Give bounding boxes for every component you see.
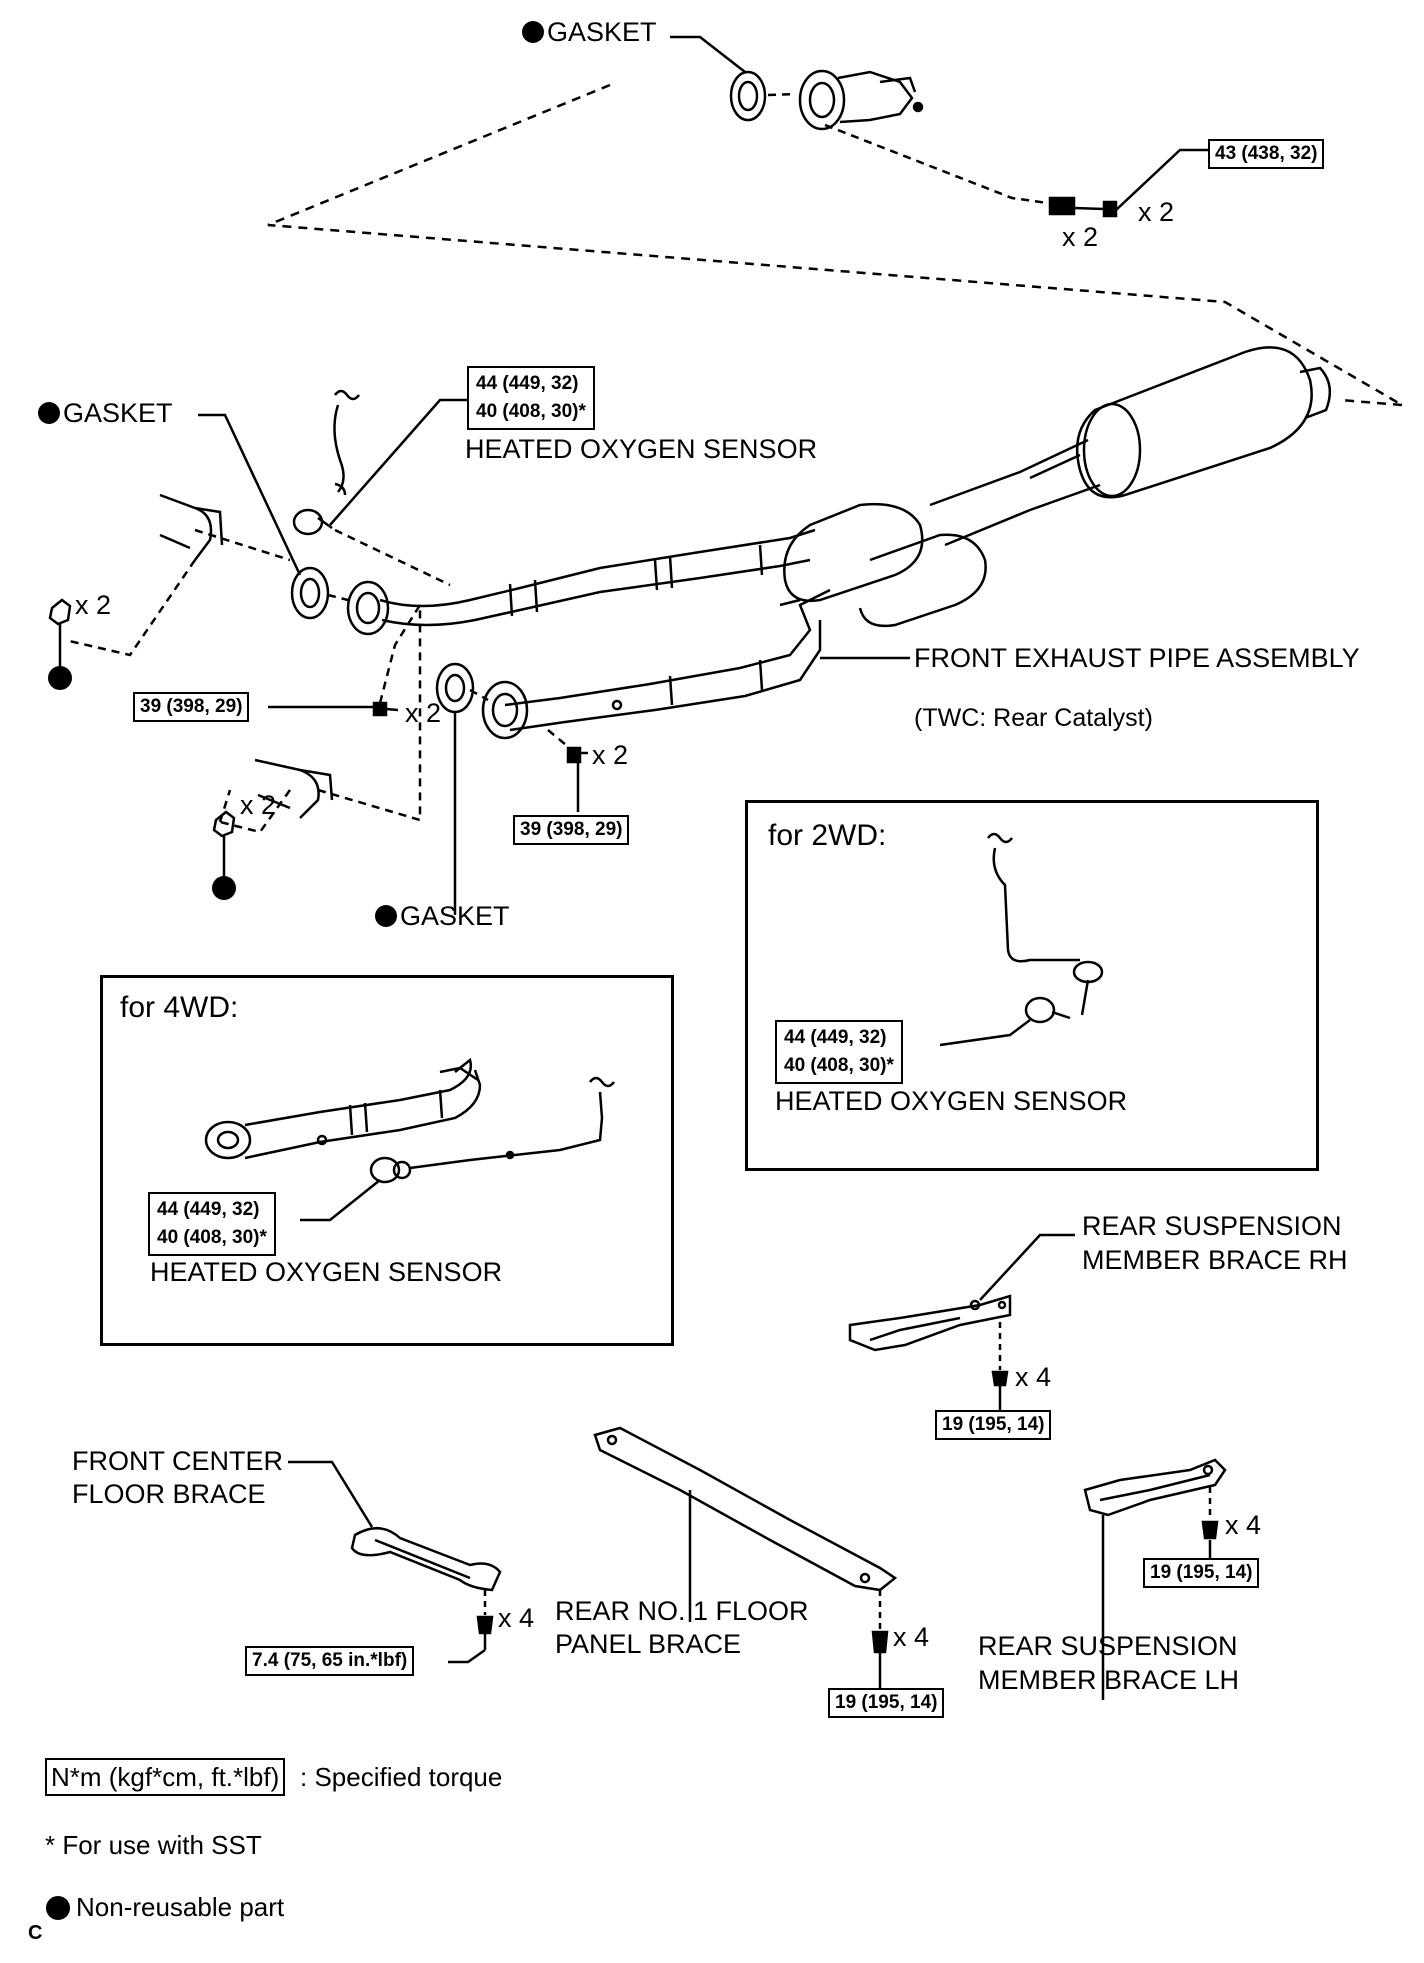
qty-top-bolt: x 2 [1138, 197, 1175, 227]
legend-torque-desc: : Specified torque [300, 1762, 503, 1792]
nonreusable-dot-lower [212, 876, 236, 900]
for-4wd-label: for 4WD: [120, 991, 239, 1024]
rear-suspension-rh-label-1: REAR SUSPENSION [1082, 1211, 1342, 1241]
sensor-2wd-drawing [987, 832, 1104, 1024]
heated-oxygen-sensor-4wd-label: HEATED OXYGEN SENSOR [150, 1257, 503, 1287]
rear-suspension-lh-label-2: MEMBER BRACE LH [978, 1665, 1240, 1695]
torque-39-right: 39 (398, 29) [513, 815, 630, 845]
dashed-outline [267, 83, 1403, 407]
qty-left-bolt: x 2 [405, 698, 442, 728]
torque-19-rh: 19 (195, 14) [935, 1410, 1052, 1440]
rear-suspension-rh-label-2: MEMBER BRACE RH [1082, 1245, 1348, 1275]
gasket-bottom-label: GASKET [375, 900, 510, 932]
torque-main-sensor-b: 40 (408, 30)* [476, 401, 586, 422]
torque-2wd-a: 44 (449, 32) [784, 1027, 887, 1048]
torque-39-left: 39 (398, 29) [133, 692, 250, 722]
for-2wd-label: for 2WD: [768, 819, 887, 852]
front-center-brace-label-2: FLOOR BRACE [72, 1479, 266, 1509]
torque-19-floor: 19 (195, 14) [828, 1688, 945, 1718]
legend-sst: * For use with SST [45, 1830, 262, 1860]
torque-4wd-a: 44 (449, 32) [157, 1199, 260, 1220]
qty-front-center: x 4 [498, 1603, 535, 1633]
top-gasket-shape [729, 70, 767, 122]
qty-lower-nut: x 2 [240, 790, 277, 820]
heated-oxygen-sensor-label: HEATED OXYGEN SENSOR [465, 434, 818, 464]
qty-left-nut: x 2 [75, 590, 112, 620]
main-oxygen-sensor-drawing [292, 389, 360, 536]
legend-torque-box: N*m (kgf*cm, ft.*lbf) [45, 1758, 286, 1796]
torque-43: 43 (438, 32) [1208, 139, 1325, 169]
qty-lh: x 4 [1225, 1510, 1262, 1540]
corner-mark: C [28, 1922, 43, 1944]
rear-floor-brace-label-1: REAR NO. 1 FLOOR [555, 1596, 809, 1626]
brace-lh-drawing [1083, 1458, 1227, 1517]
twc-label: (TWC: Rear Catalyst) [914, 704, 1153, 732]
torque-7-4: 7.4 (75, 65 in.*lbf) [245, 1646, 415, 1676]
rear-suspension-lh-label-1: REAR SUSPENSION [978, 1631, 1238, 1661]
brace-rh-drawing [848, 1294, 1012, 1352]
lower-gasket-shape [435, 662, 475, 714]
torque-main-sensor-box: 44 (449, 32) 40 (408, 30)* [467, 366, 595, 430]
heated-oxygen-sensor-2wd-label: HEATED OXYGEN SENSOR [775, 1086, 1128, 1116]
rear-floor-brace-label-2: PANEL BRACE [555, 1629, 742, 1659]
gasket-top-label: GASKET [522, 16, 657, 48]
front-center-brace-label-1: FRONT CENTER [72, 1446, 284, 1476]
torque-2wd-b: 40 (408, 30)* [784, 1055, 894, 1076]
rear-floor-brace-drawing [593, 1426, 898, 1592]
gasket-left-label: GASKET [38, 397, 173, 429]
torque-19-lh: 19 (195, 14) [1143, 1558, 1260, 1588]
top-flange-pipe [798, 69, 924, 131]
pipe-4wd-drawing [204, 1057, 482, 1160]
qty-right-bolt: x 2 [592, 740, 629, 770]
front-exhaust-pipe-label: FRONT EXHAUST PIPE ASSEMBLY [914, 643, 1360, 673]
legend-nonreusable-dot [46, 1896, 70, 1920]
left-gasket-shape [290, 566, 330, 620]
front-center-brace-drawing [350, 1527, 502, 1592]
front-exhaust-pipe-drawing [346, 346, 1332, 740]
torque-2wd-box: 44 (449, 32) 40 (408, 30)* [775, 1020, 903, 1084]
qty-rh: x 4 [1015, 1362, 1052, 1392]
legend-nonreusable: Non-reusable part [76, 1892, 285, 1922]
sensor-4wd-drawing [369, 1076, 615, 1184]
qty-rear-floor: x 4 [893, 1622, 930, 1652]
torque-4wd-box: 44 (449, 32) 40 (408, 30)* [148, 1192, 276, 1256]
torque-main-sensor-a: 44 (449, 32) [476, 373, 579, 394]
for-2wd-box [745, 800, 1319, 1171]
torque-4wd-b: 40 (408, 30)* [157, 1227, 267, 1248]
qty-top-nut: x 2 [1062, 222, 1099, 252]
nonreusable-dot-left [48, 666, 72, 690]
for-4wd-box [100, 975, 674, 1346]
